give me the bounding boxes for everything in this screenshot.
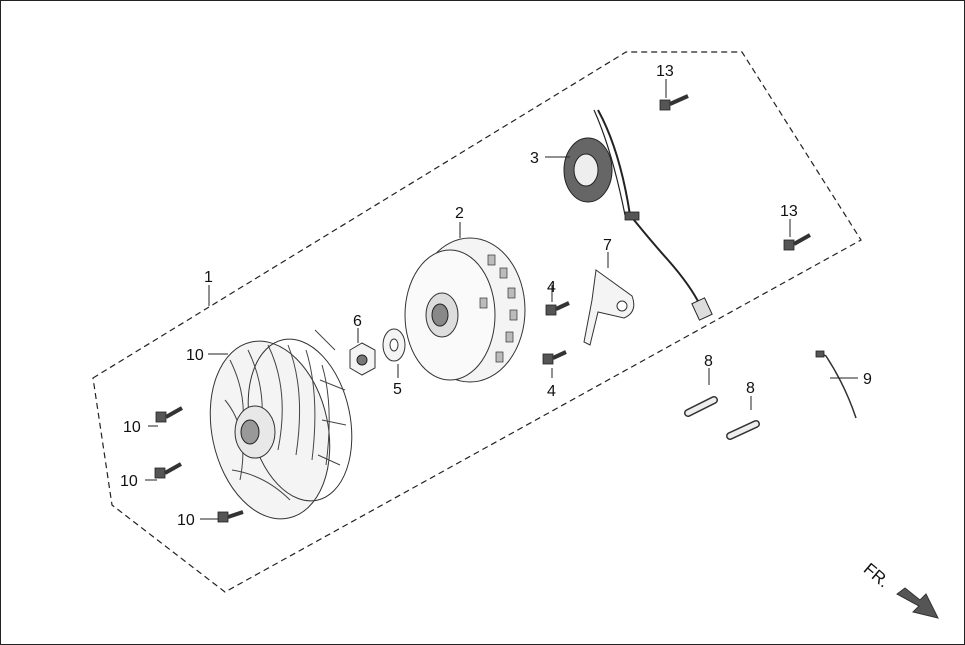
bolt-13-a	[659, 94, 689, 111]
bolt-13-b	[783, 233, 811, 251]
callout-10-c: 10	[120, 473, 138, 490]
dowel-pin-8-b	[726, 420, 760, 440]
cable-clip	[815, 350, 857, 419]
callout-1: 1	[204, 269, 213, 286]
bolt-4-a	[545, 301, 570, 316]
bolt-10-c	[217, 510, 244, 523]
flange-nut	[349, 342, 376, 376]
callout-13-a: 13	[656, 63, 674, 80]
callout-4-a: 4	[547, 279, 556, 296]
assembly-outline	[92, 51, 862, 593]
front-direction-label: FR.	[860, 559, 893, 591]
callout-8-b: 8	[746, 380, 755, 397]
callout-13-b: 13	[780, 203, 798, 220]
front-direction-arrow-icon	[896, 587, 939, 619]
callout-7: 7	[603, 237, 612, 254]
cooling-fan	[209, 329, 353, 520]
callout-3: 3	[530, 150, 539, 167]
wire-bracket	[583, 269, 635, 346]
callout-8-a: 8	[704, 353, 713, 370]
bolt-10-b	[154, 462, 182, 479]
bolt-10-a	[155, 406, 183, 423]
callout-10-d: 10	[177, 512, 195, 529]
leader-lines	[145, 79, 858, 520]
flywheel-rotor	[404, 237, 526, 383]
callout-2: 2	[455, 205, 464, 222]
callout-5: 5	[393, 381, 402, 398]
callout-6: 6	[353, 313, 362, 330]
callout-9: 9	[863, 371, 872, 388]
bolt-4-b	[542, 350, 567, 365]
washer	[382, 328, 406, 362]
callout-4-b: 4	[547, 383, 556, 400]
stator-coil	[563, 109, 713, 321]
callout-10-b: 10	[123, 419, 141, 436]
dowel-pin-8-a	[684, 396, 718, 417]
callout-10-a: 10	[186, 347, 204, 364]
